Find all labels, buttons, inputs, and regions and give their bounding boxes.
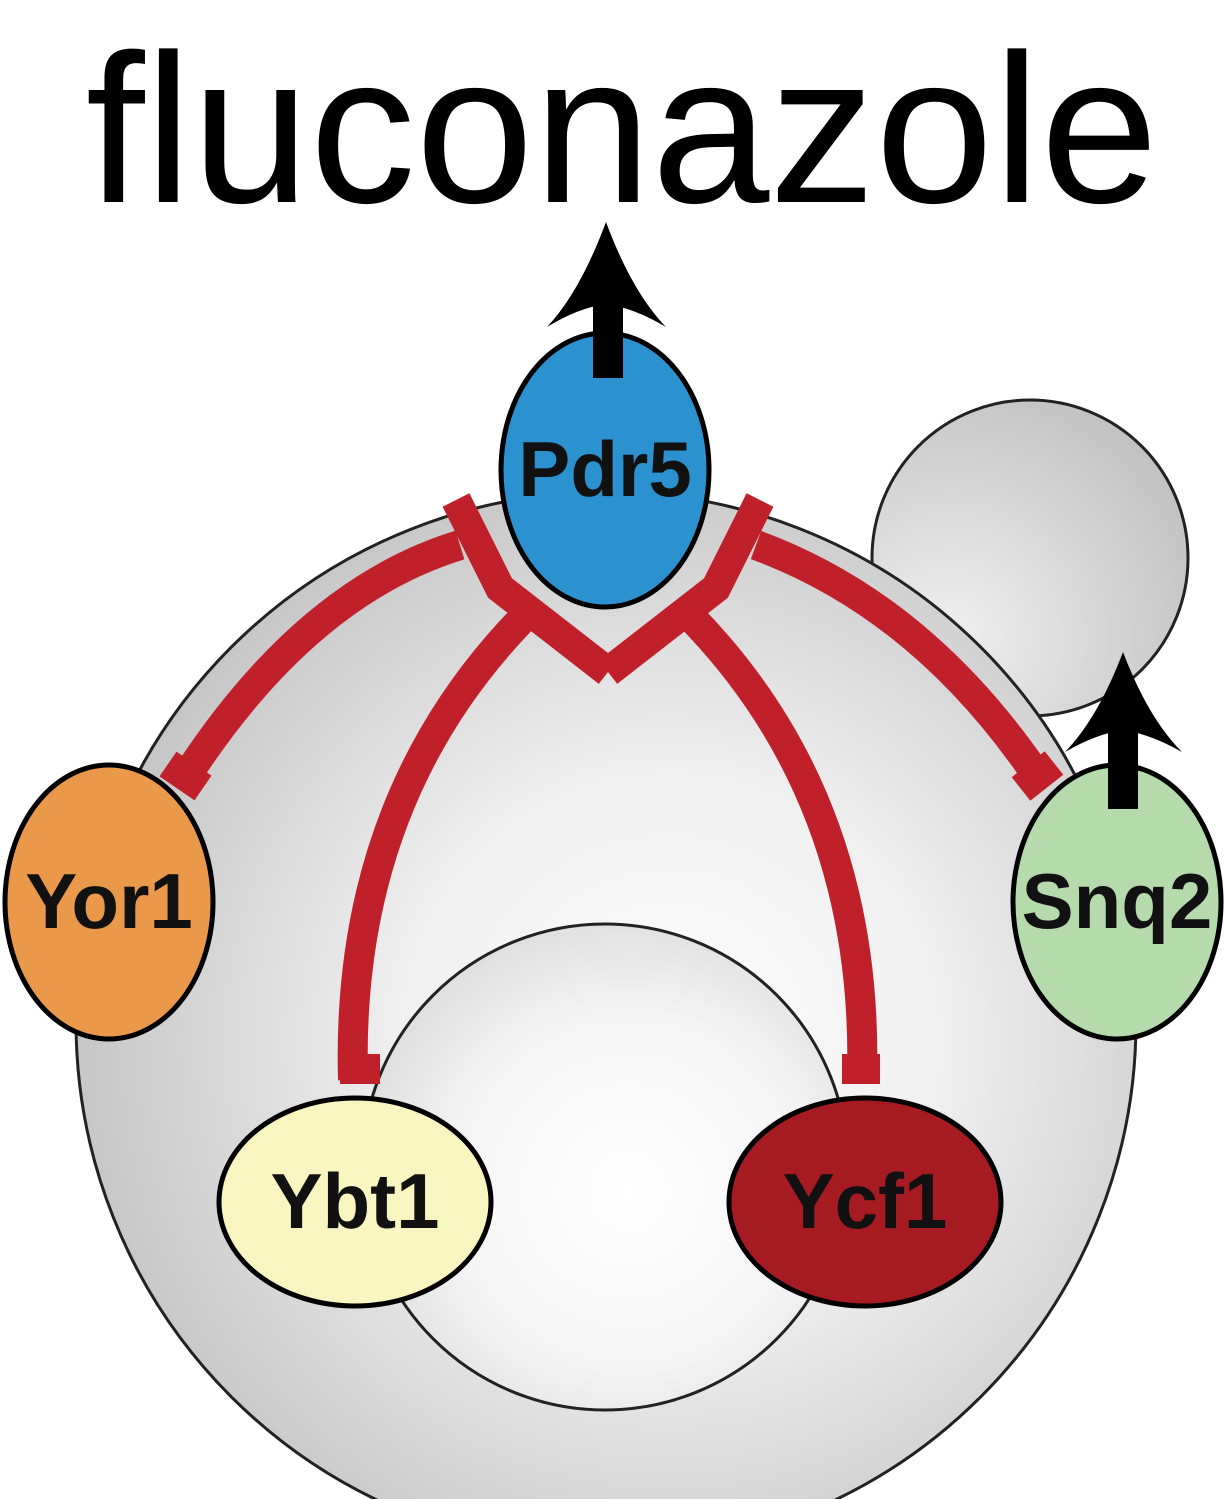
export-arrow-snq2-head-icon bbox=[1065, 652, 1182, 752]
node-ybt1-label: Ybt1 bbox=[270, 1157, 439, 1245]
node-yor1: Yor1 bbox=[2, 762, 216, 1042]
export-arrow-snq2-shaft bbox=[1108, 728, 1138, 809]
edge-snq2-pdr5 bbox=[750, 530, 1051, 786]
node-ycf1-shape bbox=[726, 1095, 1004, 1309]
export-arrow-pdr5-head-icon bbox=[547, 222, 666, 327]
edge-ybt1-pdr5 bbox=[337, 605, 536, 1081]
node-snq2-label: Snq2 bbox=[1022, 857, 1213, 945]
node-pdr5-label: Pdr5 bbox=[518, 425, 691, 513]
edge-yor1-pdr5 bbox=[173, 530, 465, 786]
edge-chevron-right bbox=[598, 493, 774, 684]
export-arrow-pdr5 bbox=[547, 222, 666, 378]
node-ycf1-label: Ycf1 bbox=[783, 1157, 948, 1245]
edge-snq2-pdr5-bar bbox=[1011, 751, 1064, 801]
title: fluconazole bbox=[86, 10, 1159, 247]
export-arrow-pdr5-shaft bbox=[593, 300, 623, 378]
node-ybt1: Ybt1 bbox=[216, 1095, 494, 1309]
node-ybt1-shape bbox=[216, 1095, 494, 1309]
edge-ycf1-pdr5 bbox=[679, 605, 878, 1081]
node-ycf1: Ycf1 bbox=[726, 1095, 1004, 1309]
export-arrow-snq2 bbox=[1065, 652, 1182, 809]
node-yor1-label: Yor1 bbox=[25, 857, 193, 945]
node-yor1-shape bbox=[2, 762, 216, 1042]
edge-chevron-left bbox=[442, 493, 618, 684]
inhibition-edges bbox=[159, 493, 1064, 1084]
node-snq2: Snq2 bbox=[1010, 762, 1224, 1042]
edge-yor1-pdr5-bar bbox=[159, 751, 212, 801]
